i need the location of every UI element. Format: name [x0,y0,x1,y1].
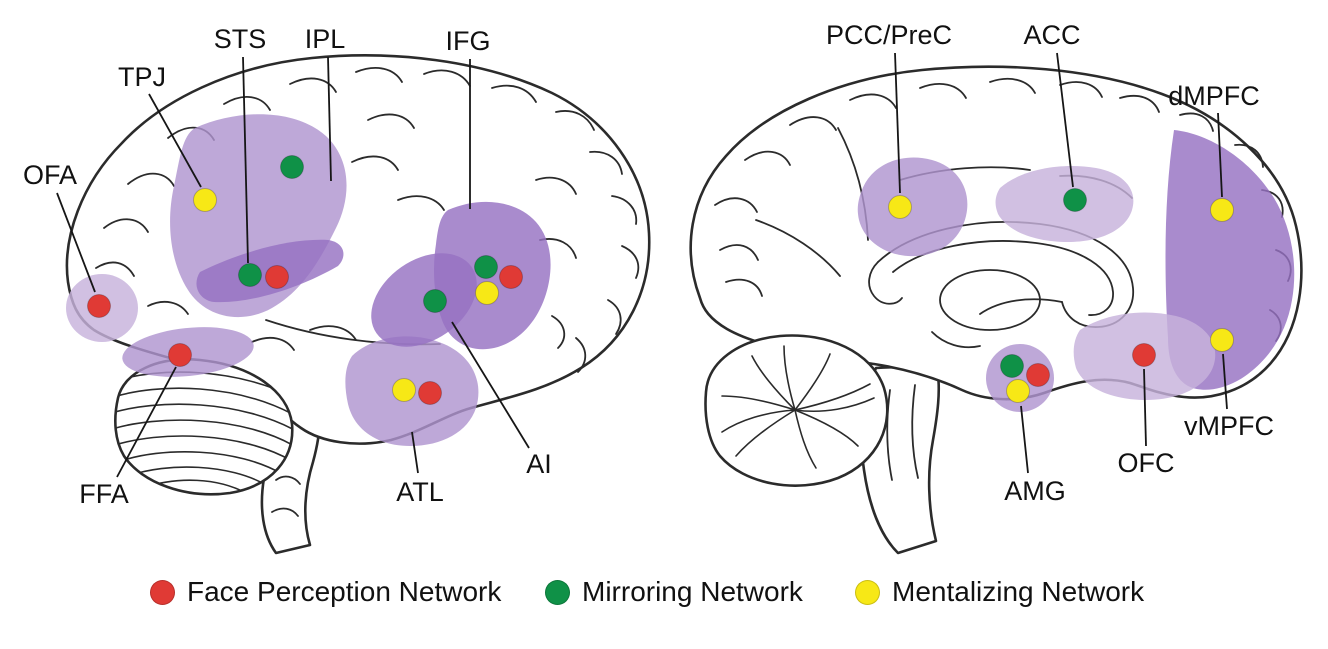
legend-label-mirroring: Mirroring Network [582,576,803,607]
leader-line-ai [451,321,530,449]
mirror-network-dot [423,289,447,313]
legend-label-mentalizing: Mentalizing Network [892,576,1145,607]
leader-line-sts [242,56,249,264]
region-label-ifg: IFG [446,26,491,56]
mentalizing-network-dot [475,281,499,305]
leader-line-ffa [116,366,177,478]
leader-line-atl [411,431,419,474]
medial-brainstem-line [911,384,919,479]
leader-line-acc [1056,52,1074,188]
mirror-network-dot [1063,188,1087,212]
region-label-pcc-prec: PCC/PreC [826,20,952,50]
lateral-brainstem-line [275,475,301,485]
region-label-ofa: OFA [23,160,77,190]
mentalizing-network-dot [193,188,217,212]
face-network-dot [499,265,523,289]
lateral-brainstem-line [271,507,299,517]
region-label-vmpfc: vMPFC [1184,411,1274,441]
mirror-network-dot [238,263,262,287]
face-network-dot [418,381,442,405]
mentalizing-network-dot [855,579,880,605]
face-network-dot [168,343,192,367]
leader-line-dmpfc [1217,112,1223,198]
mentalizing-network-dot [1210,328,1234,352]
medial-brainstem-line [886,389,893,481]
mirror-network-dot [1000,354,1024,378]
leader-line-ofc [1143,368,1147,447]
lateral-brain-illustration [65,54,651,555]
legend-item-mirroring: Mirroring Network [545,576,803,607]
mentalizing-network-dot [392,378,416,402]
region-label-ipl: IPL [305,24,346,54]
face-network-dot [265,265,289,289]
region-label-dmpfc: dMPFC [1168,81,1260,111]
mirror-network-dot [474,255,498,279]
leader-line-ipl [327,56,332,182]
leader-line-amg [1020,405,1029,474]
region-label-sts: STS [214,24,267,54]
region-dmpfc-vmpfc-patch [1165,130,1295,390]
medial-cerebellum-branches [721,345,875,469]
leader-line-ofa [56,192,96,293]
leader-line-vmpfc [1222,353,1228,410]
face-perception-network-dot [150,579,175,605]
medial-brain-illustration [689,65,1303,555]
legend: Face Perception Network Mirroring Networ… [0,576,1328,609]
lateral-cerebellum-stripes [115,371,293,494]
region-label-amg: AMG [1004,476,1066,506]
region-label-ffa: FFA [79,479,129,509]
legend-item-face-perception: Face Perception Network [150,576,502,607]
face-network-dot [1132,343,1156,367]
region-label-atl: ATL [396,477,444,507]
region-pcc-prec-patch [857,157,968,257]
legend-label-face-perception: Face Perception Network [187,576,502,607]
mirror-network-dot [280,155,304,179]
leader-line-tpj [148,93,202,188]
leader-line-pcc-prec [894,52,901,194]
face-network-dot [1026,363,1050,387]
region-label-tpj: TPJ [118,62,166,92]
mentalizing-network-dot [888,195,912,219]
region-label-ofc: OFC [1118,448,1175,478]
mentalizing-network-dot [1006,379,1030,403]
legend-item-mentalizing: Mentalizing Network [855,576,1145,607]
face-network-dot [87,294,111,318]
mentalizing-network-dot [1210,198,1234,222]
region-label-acc: ACC [1023,20,1080,50]
region-label-ai: AI [526,449,552,479]
mirroring-network-dot [545,579,570,605]
annotation-layer: OFA TPJ STS IPL IFG FFA ATL AI PCC/PreC ACC dMPFC v… [23,20,1274,509]
